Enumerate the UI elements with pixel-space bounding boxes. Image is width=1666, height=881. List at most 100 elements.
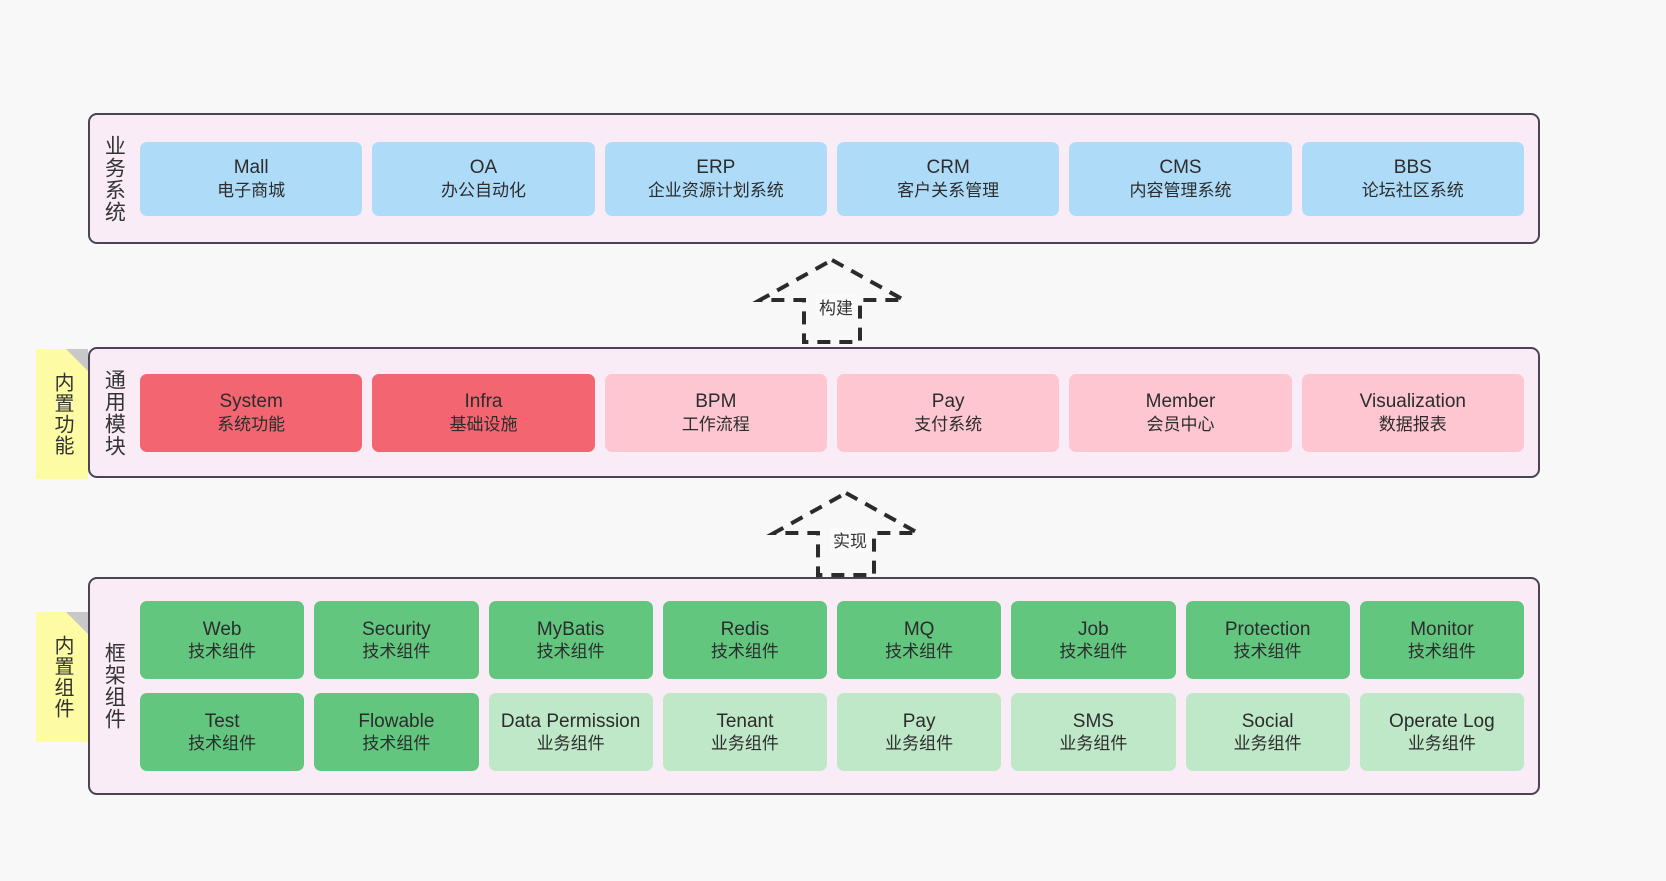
card-title-en: Member [1145,391,1216,413]
card-redis[interactable]: Redis 技术组件 [662,601,827,679]
connector-implement: 实现 [766,489,926,577]
card-title-en: ERP [696,157,736,179]
card-title-cn: 技术组件 [188,734,257,754]
card-title-en: Social [1241,710,1294,732]
card-title-en: Pay [902,710,936,732]
card-member[interactable]: Member 会员中心 [1069,373,1292,452]
generalization-arrow-shape [752,257,912,344]
card-title-en: Visualization [1359,391,1466,413]
generalization-arrow-shape [766,490,926,577]
card-title-cn: 技术组件 [1407,642,1476,662]
card-oa[interactable]: OA 办公自动化 [372,141,595,216]
card-title-en: CMS [1159,157,1202,179]
layer-title-business-systems: 业务系统 [102,134,126,223]
card-job[interactable]: Job 技术组件 [1011,601,1176,679]
card-title-cn: 业务组件 [536,734,605,754]
card-title-cn: 技术组件 [362,734,431,754]
layer-title-framework-components: 框架组件 [102,642,126,730]
card-title-en: Data Permission [500,710,641,732]
card-operate-log[interactable]: Operate Log 业务组件 [1359,693,1524,771]
card-title-en: Job [1078,618,1109,640]
card-title-en: SMS [1072,710,1114,732]
card-title-en: Test [204,710,240,732]
card-title-cn: 论坛社区系统 [1361,180,1464,200]
layer-common-modules: 通用模块 System 系统功能 Infra 基础设施 BPM 工作流程 Pay… [88,347,1540,478]
card-infra[interactable]: Infra 基础设施 [372,373,595,452]
connector-label-build: 构建 [816,294,856,319]
card-system[interactable]: System 系统功能 [140,373,363,452]
card-title-en: BBS [1393,157,1432,179]
card-title-en: Monitor [1410,618,1474,640]
card-title-cn: 系统功能 [217,414,286,434]
card-crm[interactable]: CRM 客户关系管理 [836,141,1060,216]
card-data-permission[interactable]: Data Permission 业务组件 [488,693,653,771]
card-protection[interactable]: Protection 技术组件 [1185,601,1350,679]
card-title-cn: 工作流程 [681,414,750,434]
card-test[interactable]: Test 技术组件 [140,693,305,771]
card-title-cn: 技术组件 [1233,642,1302,662]
card-title-en: OA [469,157,498,179]
card-title-cn: 技术组件 [188,642,257,662]
card-title-cn: 业务组件 [1059,734,1128,754]
card-flowable[interactable]: Flowable 技术组件 [314,693,479,771]
connector-build: 构建 [752,256,912,344]
card-title-cn: 技术组件 [1059,642,1128,662]
card-title-en: Web [202,618,242,640]
common-modules-card-list: System 系统功能 Infra 基础设施 BPM 工作流程 Pay 支付系统… [136,349,1538,476]
card-title-cn: 企业资源计划系统 [647,180,784,200]
card-erp[interactable]: ERP 企业资源计划系统 [604,141,827,216]
card-tenant[interactable]: Tenant 业务组件 [662,693,827,771]
card-title-en: Mall [233,157,269,179]
layer-title-common-modules: 通用模块 [102,368,126,457]
card-title-cn: 客户关系管理 [897,180,1000,200]
card-title-en: Redis [720,618,770,640]
card-title-cn: 数据报表 [1378,414,1447,434]
card-title-en: Protection [1224,618,1311,640]
card-title-cn: 支付系统 [914,414,983,434]
card-visualization[interactable]: Visualization 数据报表 [1301,373,1524,452]
card-title-en: Security [362,618,431,640]
card-cms[interactable]: CMS 内容管理系统 [1069,141,1292,216]
business-systems-card-list: Mall 电子商城 OA 办公自动化 ERP 企业资源计划系统 CRM 客户关系… [136,115,1538,242]
card-title-en: Infra [464,391,503,413]
card-title-en: System [219,391,283,413]
card-security[interactable]: Security 技术组件 [314,601,479,679]
card-title-cn: 电子商城 [217,180,286,200]
card-monitor[interactable]: Monitor 技术组件 [1359,601,1524,679]
card-mq[interactable]: MQ 技术组件 [837,601,1002,679]
card-title-en: MQ [903,618,935,640]
card-bpm[interactable]: BPM 工作流程 [604,373,827,452]
card-title-cn: 会员中心 [1146,414,1215,434]
sticky-note-builtin-features: 内置功能 [36,349,88,479]
sticky-note-builtin-components: 内置组件 [36,612,88,742]
card-title-en: Flowable [358,710,435,732]
card-title-en: Tenant [716,710,774,732]
card-title-en: MyBatis [536,618,605,640]
card-pay-component[interactable]: Pay 业务组件 [837,693,1002,771]
card-sms[interactable]: SMS 业务组件 [1011,693,1176,771]
card-title-en: Pay [931,391,965,413]
card-title-cn: 业务组件 [710,734,779,754]
card-title-cn: 技术组件 [536,642,605,662]
sticky-note-label: 内置组件 [51,635,73,719]
card-title-cn: 业务组件 [885,734,954,754]
card-title-cn: 内容管理系统 [1129,180,1232,200]
card-title-cn: 技术组件 [885,642,954,662]
card-pay-module[interactable]: Pay 支付系统 [836,373,1060,452]
card-title-en: Operate Log [1389,710,1495,732]
card-title-en: CRM [926,157,970,179]
card-mybatis[interactable]: MyBatis 技术组件 [488,601,653,679]
layer-business-systems: 业务系统 Mall 电子商城 OA 办公自动化 ERP 企业资源计划系统 CRM… [88,113,1540,244]
card-web[interactable]: Web 技术组件 [140,601,305,679]
card-title-cn: 技术组件 [710,642,779,662]
card-social[interactable]: Social 业务组件 [1185,693,1350,771]
layer-framework-components: 框架组件 Web 技术组件 Security 技术组件 MyBatis 技术组件… [88,577,1540,795]
framework-components-card-list: Web 技术组件 Security 技术组件 MyBatis 技术组件 Redi… [136,579,1538,793]
card-title-cn: 业务组件 [1233,734,1302,754]
card-title-cn: 业务组件 [1407,734,1476,754]
card-bbs[interactable]: BBS 论坛社区系统 [1301,141,1524,216]
sticky-note-label: 内置功能 [51,372,73,456]
connector-label-implement: 实现 [830,527,870,552]
card-title-en: BPM [695,391,737,413]
card-mall[interactable]: Mall 电子商城 [140,141,363,216]
